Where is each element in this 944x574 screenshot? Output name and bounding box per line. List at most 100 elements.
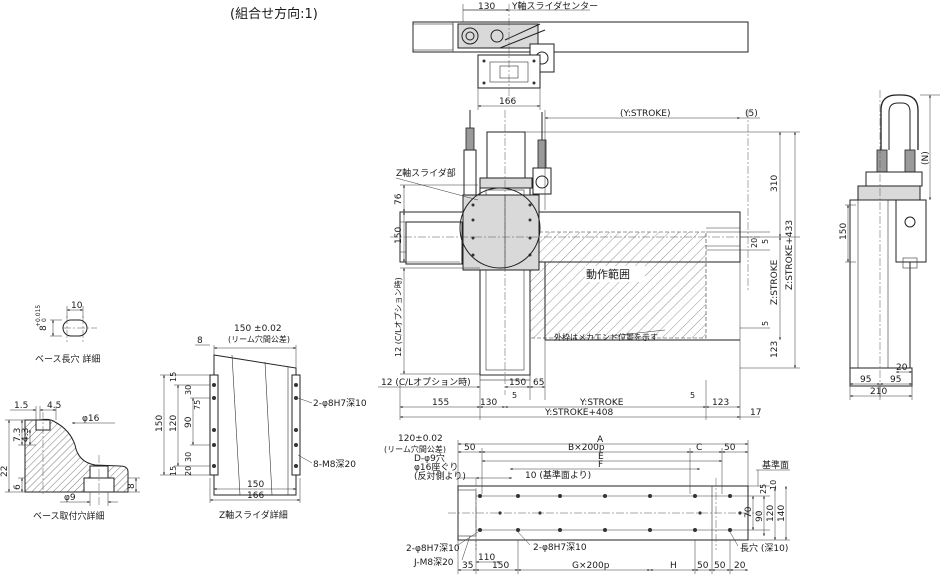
callout-bv-pin-b: 2-φ8H7深10	[533, 542, 587, 553]
dim-bv-ream: (リーム穴間公差)	[384, 444, 446, 454]
dim-zs-w150: 150	[247, 480, 264, 490]
dim-hole-6: 6	[13, 484, 23, 490]
top-view: 130 Y軸スライダセンター 166	[412, 0, 749, 110]
dim-123-right: 123	[770, 341, 780, 358]
dim-y-stroke-bottom: Y:STROKE	[579, 398, 624, 408]
dim-166: 166	[499, 97, 516, 107]
callout-zs-pin: 2-φ8H7深10	[313, 398, 367, 409]
dim-n: (N)	[921, 151, 931, 165]
dim-y-stroke-top: (Y:STROKE)	[620, 109, 671, 119]
dim-hole-4-3: 4.3	[21, 428, 31, 442]
motion-range-label: 動作範囲	[586, 267, 630, 281]
callout-bv-slot: 長穴 (深10)	[740, 542, 788, 554]
dim-zs-15b: 15	[169, 466, 178, 476]
dim-slot-tol0: 0	[41, 318, 48, 322]
dim-bv-70: 70	[744, 506, 754, 518]
base-hole-caption: ベース取付穴詳細	[33, 510, 105, 522]
dim-bv-35: 35	[462, 561, 473, 571]
dim-bv-50b: 50	[724, 443, 736, 453]
dim-bv-120: 120±0.02	[398, 434, 443, 444]
dim-bv-g200: G×200p	[572, 561, 610, 571]
dim-bv-140: 140	[777, 505, 787, 522]
dim-bv-h: H	[670, 561, 677, 571]
dim-17: 17	[750, 408, 761, 418]
dim-zs-30b: 30	[184, 452, 193, 462]
dim-hole-4-5: 4.5	[47, 401, 61, 411]
dim-130-front: 130	[480, 398, 497, 408]
dim-zs-20: 20	[184, 466, 193, 476]
dim-bv-10r: 10	[769, 480, 778, 490]
dim-bv-90: 90	[755, 510, 765, 522]
dim-bv-ref: 基準面	[762, 459, 789, 471]
base-slot-detail: 10 8 +0.015 0 ベース長穴 詳細	[35, 301, 100, 365]
z-slider-detail: 150 ±0.02 (リーム穴間公差) 8 150 120 90 15 30 7…	[155, 324, 367, 521]
dim-150-bottom: 150	[509, 378, 526, 388]
dim-bv-50d: 50	[714, 561, 726, 571]
dim-hole-7-3: 7.3	[13, 428, 23, 442]
dim-bv-b200: B×200p	[568, 443, 605, 453]
dim-123-bottom: 123	[712, 398, 729, 408]
dim-z-stroke-433: Z:STROKE+433	[785, 220, 795, 290]
dim-bv-f: F	[598, 460, 603, 470]
dim-slot-8: 8	[39, 325, 49, 331]
c-l-option-horizontal: 12 (C/Lオプション時)	[381, 377, 471, 388]
dim-155: 155	[432, 398, 449, 408]
dim-hole-phi9: φ9	[64, 493, 76, 503]
c-l-option-vertical: 12 (C/Lオプション時)	[394, 277, 403, 357]
dim-310: 310	[770, 175, 780, 192]
dim-zs-75: 75	[193, 400, 202, 410]
base-hole-detail: 1.5 4.5 φ16 7.3 4.3 22 6 φ9 8 ベース取付穴詳細	[0, 401, 140, 522]
dim-z-stroke: Z:STROKE	[770, 259, 780, 305]
callout-bv-tap: J-M8深20	[413, 557, 454, 568]
dim-150: 150	[394, 227, 404, 244]
dim-hole-1-5: 1.5	[14, 401, 28, 411]
side-view: (N) 150 20 95 95 210	[839, 90, 940, 400]
dim-bv-10: 10 (基準面より)	[525, 469, 591, 481]
base-holes	[478, 494, 742, 532]
dim-bv-50a: 50	[464, 443, 476, 453]
dim-5d: 5	[690, 391, 695, 400]
dim-bv-d-holes: D-φ9穴	[414, 452, 445, 464]
dim-bv-150: 150	[492, 561, 509, 571]
view-title: (組合せ方向:1)	[230, 6, 318, 22]
dim-bv-a: A	[597, 435, 604, 445]
dim-bv-opp: (反対側より)	[414, 470, 466, 482]
dim-zs-15a: 15	[169, 372, 178, 382]
dim-bv-spot: φ16座ぐり	[414, 461, 458, 473]
callout-bv-pin-a: 2-φ8H7深10	[406, 543, 460, 554]
dim-zs-8: 8	[197, 336, 203, 346]
z-slider-caption: Z軸スライダ詳細	[219, 509, 288, 521]
dim-95a: 95	[860, 375, 871, 385]
dim-slot-10: 10	[71, 301, 83, 311]
dim-95b: 95	[890, 375, 901, 385]
dim-150-side: 150	[839, 223, 849, 240]
base-view: 120±0.02 (リーム穴間公差) A 50 B×200p C 50 D-φ9…	[384, 434, 790, 574]
y-center-label: Y軸スライダセンター	[511, 0, 598, 12]
dim-76: 76	[394, 193, 404, 205]
dim-5a: 5	[761, 239, 770, 244]
dim-20-side: 20	[896, 363, 908, 373]
dim-5c: 5	[512, 391, 517, 400]
dim-zs-120: 120	[169, 415, 179, 432]
dim-5b: 5	[761, 321, 770, 326]
front-view: 動作範囲	[378, 109, 800, 420]
callout-zs-tap: 8-M8深20	[313, 459, 356, 470]
dim-5-top: (5)	[745, 109, 758, 119]
dim-zs-ream: (リーム穴間公差)	[228, 334, 290, 344]
dim-hole-22: 22	[0, 466, 10, 477]
dim-zs-150-tol: 150 ±0.02	[234, 324, 282, 334]
dim-bv-120r: 120	[766, 505, 776, 522]
dim-65: 65	[533, 378, 544, 388]
dim-zs-150-v: 150	[155, 415, 165, 432]
base-slot-caption: ベース長穴 詳細	[35, 353, 100, 365]
dim-zs-w166: 166	[247, 491, 264, 501]
dim-zs-30: 30	[184, 385, 193, 395]
dim-bv-25: 25	[759, 484, 768, 494]
dim-hole-phi16: φ16	[82, 414, 100, 424]
dim-130: 130	[478, 2, 495, 12]
dim-210: 210	[870, 387, 887, 397]
dim-zs-90: 90	[184, 416, 194, 428]
dim-hole-8: 8	[127, 483, 137, 489]
dim-y-stroke-408: Y:STROKE+408	[544, 408, 613, 418]
